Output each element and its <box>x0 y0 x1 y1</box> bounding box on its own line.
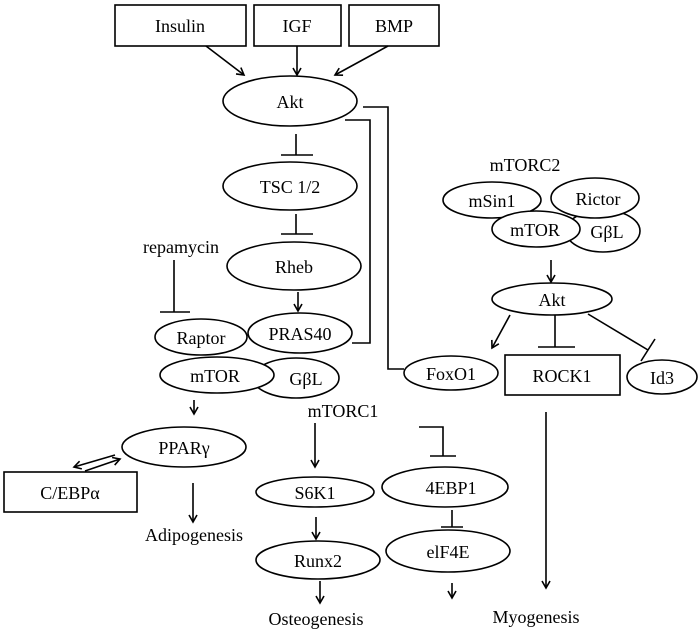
inhibit-akt2-id3 <box>587 313 656 362</box>
adipogenesis-label: Adipogenesis <box>145 525 243 545</box>
tsc-label: TSC 1/2 <box>260 177 321 197</box>
id3-label: Id3 <box>650 368 674 388</box>
ppar-node: PPARγ <box>121 426 247 468</box>
arrow-akt2-foxo1 <box>491 314 511 350</box>
mtorc1-raptor: Raptor <box>154 318 248 356</box>
mtorc1-pras40: PRAS40 <box>247 312 353 354</box>
mtorc2-rictor: Rictor <box>550 177 640 219</box>
mtorc2-complex: mTORC2 mSin1 GβL Rictor mTOR <box>442 155 641 253</box>
mtorc1-mtor: mTOR <box>159 356 275 394</box>
eif4e-node: elF4E <box>385 529 511 573</box>
s6k1-node: S6K1 <box>255 476 375 508</box>
mtorc2-gbl-label: GβL <box>590 222 623 242</box>
akt-node: Akt <box>222 75 358 127</box>
ppar-label: PPARγ <box>158 438 209 458</box>
mtorc1-pras40-label: PRAS40 <box>268 324 331 344</box>
cebp-label: C/EBPα <box>40 483 100 503</box>
inhibit-akt-tsc <box>281 134 313 156</box>
mtorc2-msin1: mSin1 <box>442 181 542 219</box>
inhibit-mtorc1-4ebp1 <box>419 426 456 457</box>
inhibit-tsc-rheb <box>281 214 313 235</box>
arrow-ppar-cebp <box>72 454 116 470</box>
cebp-box: C/EBPα <box>3 471 138 513</box>
mtorc1-raptor-label: Raptor <box>177 328 226 348</box>
rock1-label: ROCK1 <box>532 366 591 386</box>
inhibit-4ebp1-eif4e <box>441 510 463 528</box>
mtorc2-mtor-label: mTOR <box>510 220 560 240</box>
mtorc2-msin1-label: mSin1 <box>468 191 515 211</box>
inhibit-repamycin-raptor <box>160 260 190 313</box>
mtorc2-mtor: mTOR <box>491 210 581 248</box>
myogenesis-label: Myogenesis <box>493 607 580 627</box>
rock1-box: ROCK1 <box>504 354 621 396</box>
bmp-label: BMP <box>375 16 413 36</box>
akt-label: Akt <box>277 92 304 112</box>
connector-akt-foxo1 <box>363 106 404 370</box>
mtorc1-mtor-label: mTOR <box>190 366 240 386</box>
id3-node: Id3 <box>626 359 698 395</box>
akt2-node: Akt <box>491 282 613 316</box>
mtorc1-label: mTORC1 <box>308 401 379 421</box>
mtorc2-rictor-label: Rictor <box>576 189 621 209</box>
runx2-label: Runx2 <box>294 551 342 571</box>
mtorc1-gbl-label: GβL <box>289 369 322 389</box>
eif4e-label: elF4E <box>427 542 470 562</box>
bmp-box: BMP <box>348 4 440 47</box>
insulin-box: Insulin <box>114 4 247 47</box>
rheb-label: Rheb <box>275 257 313 277</box>
4ebp1-label: 4EBP1 <box>425 478 476 498</box>
4ebp1-node: 4EBP1 <box>381 466 509 508</box>
insulin-label: Insulin <box>155 16 205 36</box>
repamycin-label: repamycin <box>143 237 219 257</box>
rheb-node: Rheb <box>226 241 362 291</box>
igf-box: IGF <box>253 4 342 47</box>
inhibit-akt-pras40 <box>345 119 371 344</box>
igf-label: IGF <box>282 16 311 36</box>
inhibit-akt2-rock1 <box>538 315 575 348</box>
tsc-node: TSC 1/2 <box>222 161 358 211</box>
runx2-node: Runx2 <box>255 540 381 580</box>
akt2-label: Akt <box>539 290 566 310</box>
foxo1-label: FoxO1 <box>426 364 476 384</box>
mtorc1-complex: GβL mTOR Raptor PRAS40 mTORC1 <box>154 312 379 421</box>
arrow-insulin-akt <box>205 45 246 76</box>
mtorc1-gbl: GβL <box>252 357 340 399</box>
osteogenesis-label: Osteogenesis <box>269 609 364 629</box>
mtorc2-label: mTORC2 <box>490 155 561 175</box>
s6k1-label: S6K1 <box>294 483 335 503</box>
arrow-bmp-akt <box>333 45 389 76</box>
foxo1-node: FoxO1 <box>403 355 499 391</box>
arrow-cebp-ppar <box>84 456 122 472</box>
